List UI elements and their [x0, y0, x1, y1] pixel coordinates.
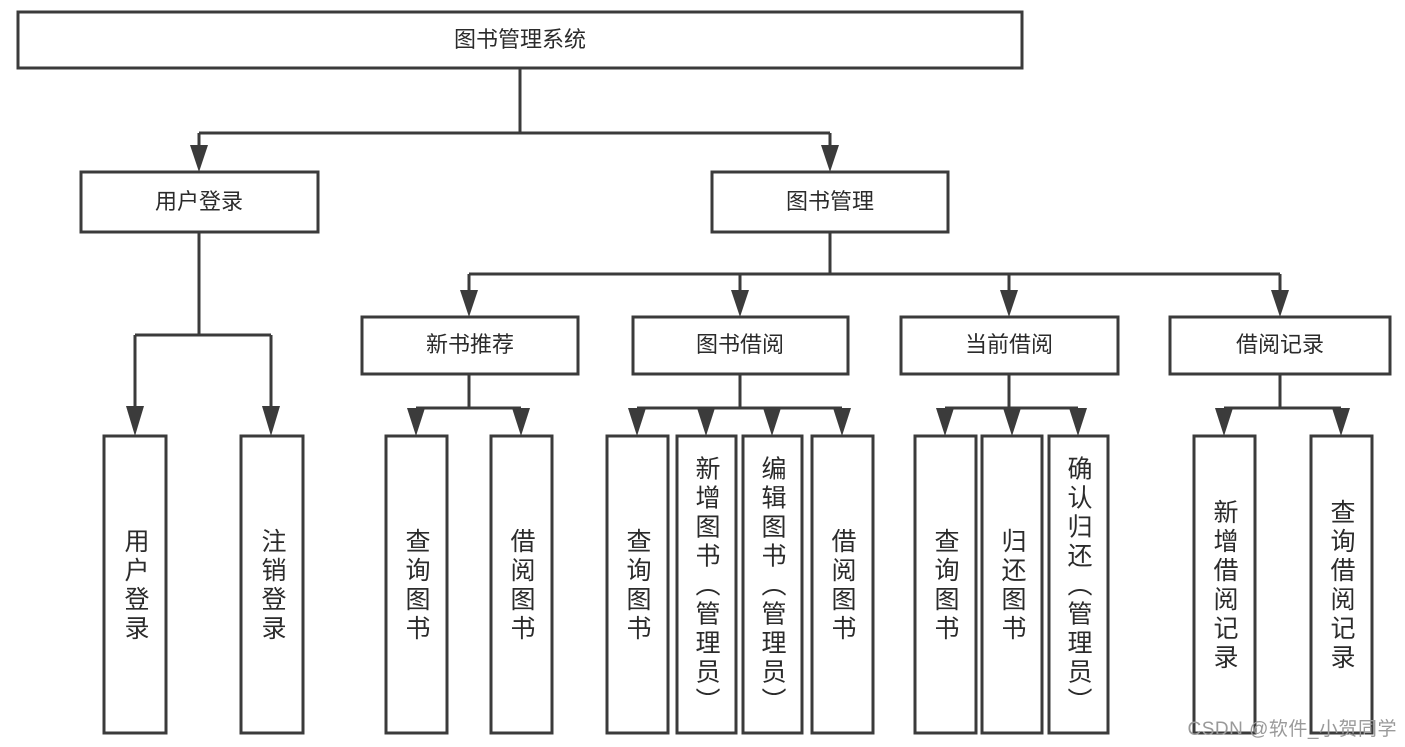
- node-leaf-user-logout-box[interactable]: [239, 434, 305, 735]
- arrowhead-leaf-user-login: [126, 406, 144, 436]
- node-root-box[interactable]: [16, 10, 1024, 70]
- node-leaf-user-logout-label: 注销登录: [258, 528, 287, 644]
- node-new-book-recommend-label: 新书推荐: [426, 332, 514, 357]
- node-leaf-add-record-label: 新增借阅记录: [1210, 499, 1239, 673]
- node-leaf-return-book[interactable]: 归还图书: [980, 434, 1044, 735]
- node-leaf-user-logout[interactable]: 注销登录: [239, 434, 305, 735]
- node-leaf-query-record-label: 查询借阅记录: [1327, 499, 1356, 673]
- node-leaf-user-login-label: 用户登录: [121, 528, 150, 644]
- arrowhead-leaf-borrow-book-1: [512, 408, 530, 436]
- node-leaf-borrow-book-1-label: 借阅图书: [507, 528, 536, 644]
- node-book-borrow-box[interactable]: [631, 315, 850, 376]
- arrowhead-leaf-query-book-1: [407, 408, 425, 436]
- node-leaf-query-book-2[interactable]: 查询图书: [605, 434, 670, 735]
- node-leaf-query-book-3-label: 查询图书: [931, 528, 960, 644]
- connector-layer: [126, 68, 1350, 436]
- node-root[interactable]: 图书管理系统: [16, 10, 1024, 70]
- arrowhead-user-login: [190, 145, 208, 172]
- node-leaf-confirm-return[interactable]: 确认归还（管理员）: [1047, 434, 1110, 735]
- arrowhead-leaf-edit-book: [763, 408, 781, 436]
- arrowhead-leaf-add-book: [697, 408, 715, 436]
- node-leaf-query-book-1-label: 查询图书: [402, 528, 431, 644]
- node-leaf-confirm-return-label: 确认归还（管理员）: [1064, 456, 1093, 717]
- node-new-book-recommend[interactable]: 新书推荐: [360, 315, 580, 376]
- node-leaf-confirm-return-box[interactable]: [1047, 434, 1110, 735]
- node-leaf-query-record[interactable]: 查询借阅记录: [1309, 434, 1374, 735]
- node-leaf-return-book-label: 归还图书: [998, 528, 1027, 644]
- arrowhead-leaf-query-record: [1332, 408, 1350, 436]
- node-leaf-query-book-1[interactable]: 查询图书: [384, 434, 449, 735]
- node-book-borrow-label: 图书借阅: [696, 332, 784, 357]
- node-leaf-query-book-1-box[interactable]: [384, 434, 449, 735]
- arrowhead-leaf-add-record: [1215, 408, 1233, 436]
- node-leaf-query-book-3[interactable]: 查询图书: [913, 434, 978, 735]
- arrowhead-new-book-recommend: [460, 290, 478, 317]
- node-user-login-label: 用户登录: [155, 189, 243, 214]
- node-current-borrow-box[interactable]: [899, 315, 1120, 376]
- node-book-manage[interactable]: 图书管理: [710, 170, 950, 234]
- arrowhead-borrow-record: [1271, 290, 1289, 317]
- arrowhead-book-borrow: [731, 290, 749, 317]
- watermark: CSDN @软件_小贺同学: [1187, 719, 1397, 740]
- node-user-login-box[interactable]: [79, 170, 320, 234]
- node-user-login[interactable]: 用户登录: [79, 170, 320, 234]
- node-borrow-record-box[interactable]: [1168, 315, 1392, 376]
- arrowhead-current-borrow: [1000, 290, 1018, 317]
- node-leaf-add-record-box[interactable]: [1192, 434, 1257, 735]
- node-borrow-record[interactable]: 借阅记录: [1168, 315, 1392, 376]
- arrowhead-leaf-user-logout: [262, 406, 280, 436]
- node-leaf-borrow-book-2-label: 借阅图书: [828, 528, 857, 644]
- node-borrow-record-label: 借阅记录: [1236, 332, 1324, 357]
- node-leaf-borrow-book-1[interactable]: 借阅图书: [489, 434, 554, 735]
- node-new-book-recommend-box[interactable]: [360, 315, 580, 376]
- node-book-manage-box[interactable]: [710, 170, 950, 234]
- node-leaf-borrow-book-2[interactable]: 借阅图书: [810, 434, 875, 735]
- node-leaf-edit-book-box[interactable]: [741, 434, 804, 735]
- node-leaf-return-book-box[interactable]: [980, 434, 1044, 735]
- node-current-borrow[interactable]: 当前借阅: [899, 315, 1120, 376]
- node-root-label: 图书管理系统: [454, 27, 586, 52]
- arrowhead-leaf-query-book-3: [936, 408, 954, 436]
- node-leaf-borrow-book-1-box[interactable]: [489, 434, 554, 735]
- node-leaf-query-book-3-box[interactable]: [913, 434, 978, 735]
- node-leaf-add-record[interactable]: 新增借阅记录: [1192, 434, 1257, 735]
- arrowhead-leaf-confirm-return: [1069, 408, 1087, 436]
- node-book-manage-label: 图书管理: [786, 189, 874, 214]
- arrowhead-leaf-return-book: [1003, 408, 1021, 436]
- node-leaf-user-login-box[interactable]: [102, 434, 168, 735]
- node-leaf-add-book[interactable]: 新增图书（管理员）: [675, 434, 738, 735]
- node-current-borrow-label: 当前借阅: [965, 332, 1053, 357]
- node-leaf-borrow-book-2-box[interactable]: [810, 434, 875, 735]
- node-leaf-edit-book-label: 编辑图书（管理员）: [758, 456, 787, 717]
- node-leaf-query-book-2-box[interactable]: [605, 434, 670, 735]
- node-leaf-query-record-box[interactable]: [1309, 434, 1374, 735]
- node-leaf-query-book-2-label: 查询图书: [623, 528, 652, 644]
- node-book-borrow[interactable]: 图书借阅: [631, 315, 850, 376]
- arrowhead-leaf-query-book-2: [628, 408, 646, 436]
- node-leaf-add-book-label: 新增图书（管理员）: [692, 456, 721, 717]
- arrowhead-leaf-borrow-book-2: [833, 408, 851, 436]
- node-leaf-add-book-box[interactable]: [675, 434, 738, 735]
- node-leaf-user-login[interactable]: 用户登录: [102, 434, 168, 735]
- node-leaf-edit-book[interactable]: 编辑图书（管理员）: [741, 434, 804, 735]
- arrowhead-book-manage: [821, 145, 839, 172]
